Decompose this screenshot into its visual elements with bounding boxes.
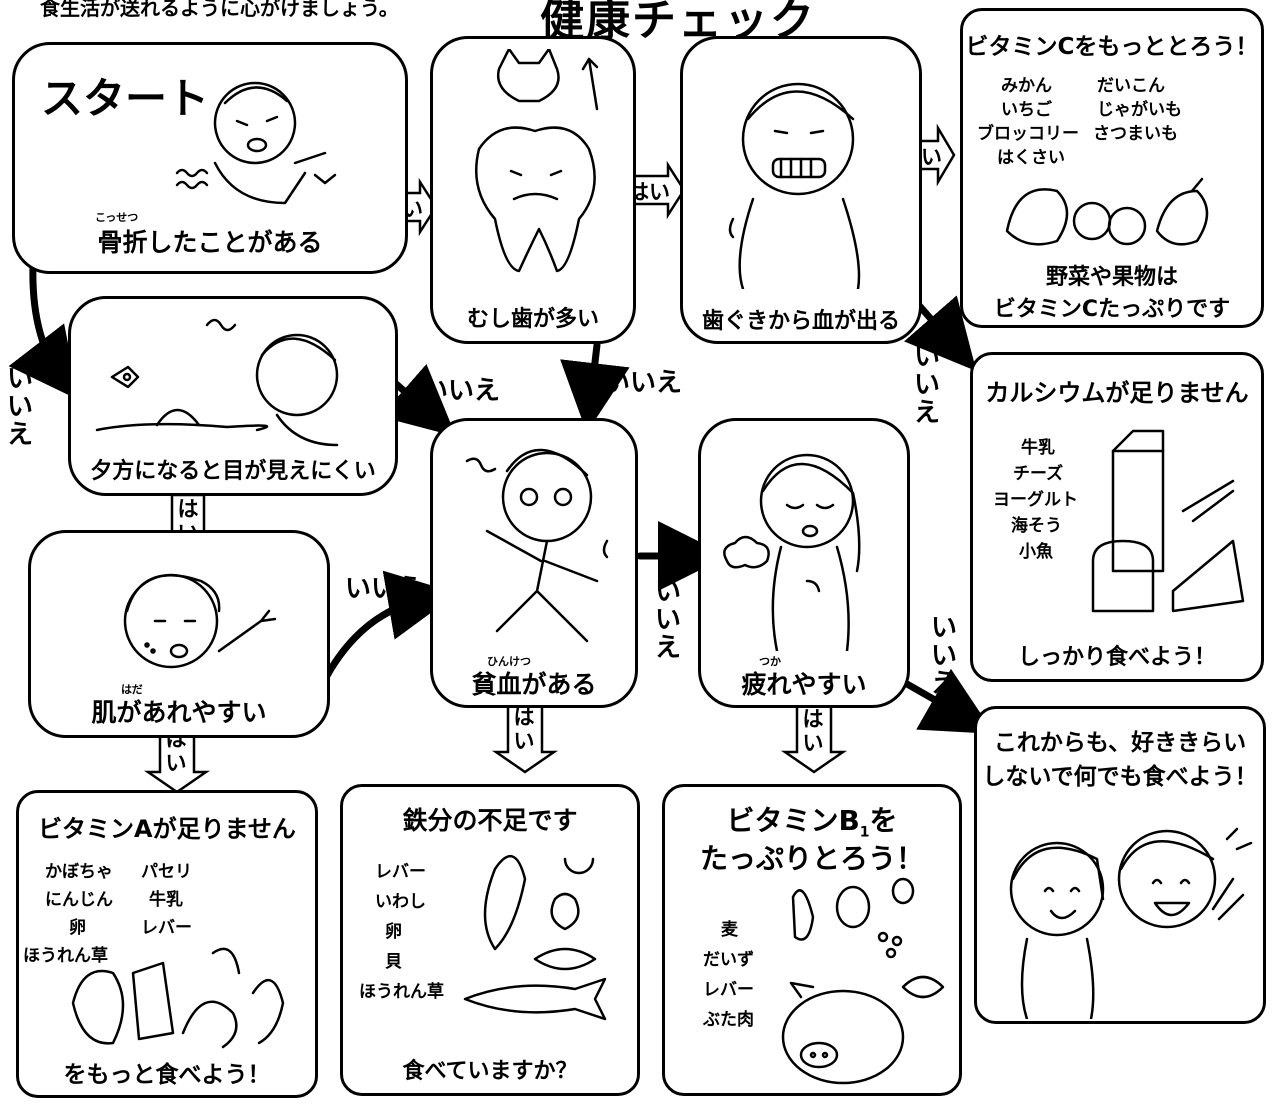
result-good: これからも、好ききらい しないで何でも食べよう！ <box>974 706 1266 1024</box>
cavities-text: むし歯が多い <box>466 307 599 332</box>
result-vitamin-a: ビタミンAが足りません かぼちゃ にんじん 卵 ほうれん草 パセリ 牛乳 レバー… <box>16 790 318 1098</box>
vegetables-illustration <box>71 947 285 1049</box>
calcium-food: 海そう <box>1011 516 1062 536</box>
happy-kids-illustration <box>1009 827 1253 1019</box>
vitamin-b1-food: ぶた肉 <box>703 1010 754 1030</box>
iron-food: いわし <box>375 892 426 912</box>
vitamin-c-food: さつまいも <box>1093 124 1178 144</box>
iron-title: 鉄分の不足です <box>402 806 578 835</box>
vitamin-b1-title-line-2: たっぷりとろう！ <box>699 842 924 875</box>
vitamin-c-food: ブロッコリー <box>977 124 1079 144</box>
question-gums: 歯ぐきから血が出る <box>680 36 922 344</box>
start-label: スタート <box>41 74 210 123</box>
yes-label-anemia-iron: はい <box>513 705 535 753</box>
intro-text: 食生活が送れるように心がけましょう。 <box>40 0 399 20</box>
boy-hurt-illustration <box>213 81 337 205</box>
vitamin-b1-food: だいず <box>703 950 754 970</box>
iron-food: レバー <box>375 862 426 882</box>
question-fatigue: つか 疲れやすい <box>698 418 910 708</box>
arrow-skin-to-anemia <box>318 570 458 689</box>
result-vitamin-c: ビタミンCをもっととろう！ みかん いちご ブロッコリー はくさい だいこん じ… <box>960 8 1264 328</box>
vitamin-a-food: ほうれん草 <box>23 946 108 966</box>
vitamin-b1-food: レバー <box>703 980 754 1000</box>
vitamin-c-food: いちご <box>1001 100 1052 120</box>
result-iron: 鉄分の不足です レバー いわし 卵 貝 ほうれん草 食べていますか？ <box>340 784 640 1096</box>
vitamin-a-food: 卵 <box>69 918 86 938</box>
vitamin-b1-title-line-1: ビタミンB1を <box>726 804 898 841</box>
vitamin-a-food: 牛乳 <box>149 890 183 910</box>
tired-girl-illustration <box>723 453 861 651</box>
skin-ruby: はだ <box>121 683 143 696</box>
question-anemia: ひんけつ 貧血がある <box>430 418 638 708</box>
no-label-nightvision: いいえ <box>422 376 501 406</box>
calcium-food: 小魚 <box>1019 542 1053 562</box>
yes-label-fatigue-b1: はい <box>802 707 824 755</box>
vitamin-b1-food: 麦 <box>721 920 738 940</box>
no-label-start: いいえ <box>6 364 33 450</box>
vitamin-c-food: じゃがいも <box>1097 100 1182 120</box>
gum-bleeding-illustration <box>728 82 861 289</box>
pig-beans-illustration <box>781 877 945 1085</box>
iron-food: 貝 <box>385 952 402 972</box>
vitamin-a-title: ビタミンAが足りません <box>38 815 296 843</box>
vitamin-c-title: ビタミンCをもっととろう！ <box>965 34 1259 60</box>
fracture-text: 骨折したことがある <box>97 228 323 257</box>
vitamin-a-food: かぼちゃ <box>45 862 113 882</box>
no-label-anemia: いいえ <box>654 577 681 663</box>
fatigue-text: 疲れやすい <box>741 670 867 699</box>
iron-food: ほうれん草 <box>359 982 444 1002</box>
calcium-food: ヨーグルト <box>993 490 1078 510</box>
no-label-gums: いいえ <box>913 342 940 428</box>
arrow-nightvision-to-anemia <box>380 364 457 437</box>
good-title-line-2: しないで何でも食べよう！ <box>982 764 1258 790</box>
calcium-title: カルシウムが足りません <box>985 379 1249 407</box>
night-vision-text: 夕方になると目が見えにくい <box>90 459 376 484</box>
pain-lines-icon <box>175 168 209 190</box>
result-vitamin-b1: ビタミンB1を たっぷりとろう！ 麦 だいず レバー ぶた肉 <box>662 784 962 1096</box>
gums-text: 歯ぐきから血が出る <box>701 309 900 334</box>
calcium-footer: しっかり食べよう！ <box>1017 645 1216 670</box>
good-title-line-1: これからも、好ききらい <box>993 730 1247 756</box>
anemia-text: 貧血がある <box>471 670 597 699</box>
calcium-food: チーズ <box>1013 464 1064 484</box>
dizzy-girl-illustration <box>465 448 609 643</box>
iron-footer: 食べていますか？ <box>402 1059 578 1084</box>
skin-text: 肌があれやすい <box>91 698 267 727</box>
iron-food: 卵 <box>385 922 402 942</box>
vitamin-a-footer: をもっと食べよう！ <box>63 1062 271 1088</box>
no-label-cavities: いいえ <box>604 368 683 398</box>
tooth-illustration <box>475 49 599 273</box>
vitamin-c-food: はくさい <box>997 148 1065 168</box>
vitamin-c-footer-1: 野菜や果物は <box>1045 265 1178 290</box>
fatigue-ruby: つか <box>759 655 781 668</box>
vitamin-c-footer-2: ビタミンCたっぷりです <box>993 297 1231 322</box>
question-cavities: むし歯が多い <box>430 36 636 344</box>
result-calcium: カルシウムが足りません 牛乳 チーズ ヨーグルト 海そう 小魚 しっかり食べよう… <box>970 352 1264 682</box>
anemia-ruby: ひんけつ <box>487 655 531 668</box>
iron-foods-illustration <box>463 855 607 1021</box>
dusk-illustration <box>95 318 339 447</box>
vitamin-a-food: にんじん <box>45 890 113 910</box>
question-fracture: スタート こっせつ 骨折したことがある <box>12 42 408 274</box>
calcium-food: 牛乳 <box>1021 438 1055 458</box>
vitamin-a-food: レバー <box>141 918 192 938</box>
dairy-illustration <box>1091 429 1245 613</box>
vitamin-c-food: だいこん <box>1097 76 1165 96</box>
no-label-fatigue: いいえ <box>930 613 957 699</box>
yes-arrow-anemia-iron <box>491 701 559 774</box>
girl-skin-illustration <box>123 573 277 669</box>
fracture-ruby: こっせつ <box>95 211 139 224</box>
fruit-veg-illustration <box>1005 177 1209 246</box>
question-skin: はだ 肌があれやすい <box>28 530 330 738</box>
yes-arrow-fatigue-b1 <box>780 703 848 774</box>
arrow-cavities-to-anemia <box>560 341 630 433</box>
vitamin-a-food: パセリ <box>141 862 192 882</box>
no-label-skin: いいえ <box>345 574 424 604</box>
vitamin-c-food: みかん <box>1001 76 1052 96</box>
question-night-vision: 夕方になると目が見えにくい <box>68 296 398 496</box>
